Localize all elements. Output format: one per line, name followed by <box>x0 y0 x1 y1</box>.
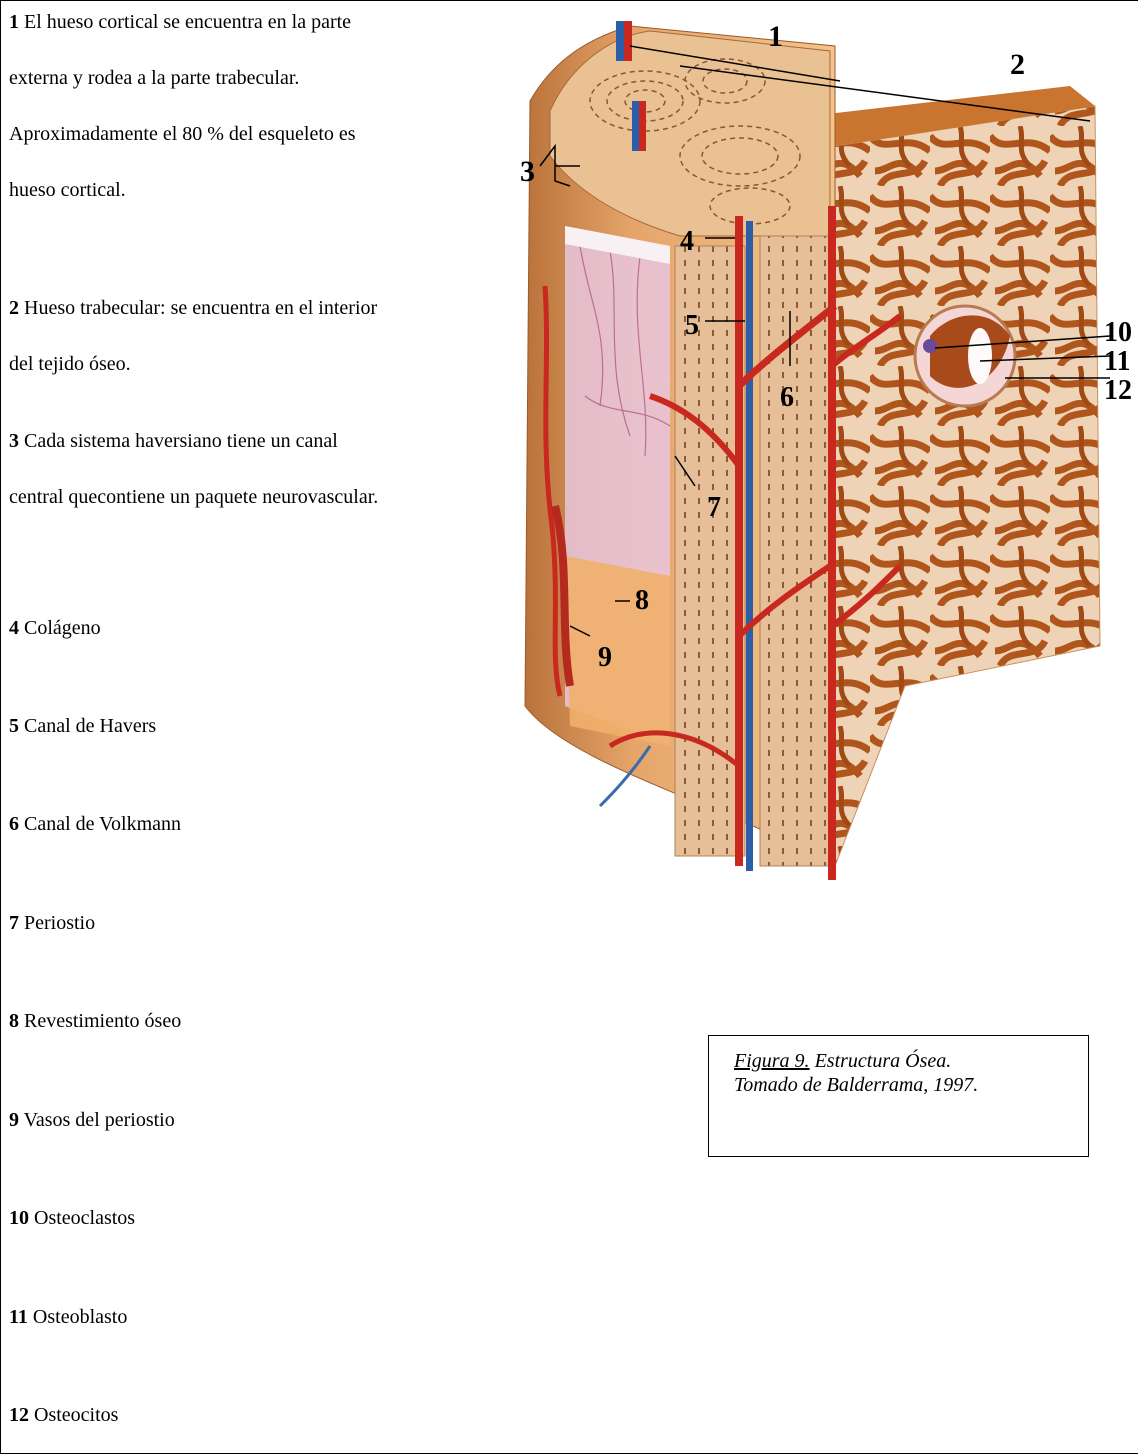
legend-number: 12 <box>9 1404 29 1426</box>
bone-lining <box>565 556 670 746</box>
legend-number: 11 <box>9 1306 28 1328</box>
legend-line: externa y rodea a la parte trabecular. <box>9 68 356 88</box>
legend-text: Hueso trabecular: se encuentra en el int… <box>24 297 377 319</box>
caption-source: Tomado de Balderrama, 1997. <box>734 1073 1068 1097</box>
legend-text: Periostio <box>24 912 95 934</box>
legend-text: El hueso cortical se encuentra en la par… <box>24 11 351 33</box>
lamellae-column <box>760 236 830 866</box>
legend-number: 3 <box>9 430 19 452</box>
legend-item: 10 Osteoclastos <box>9 1208 135 1228</box>
callout-1: 1 <box>768 20 783 53</box>
callout-8: 8 <box>635 585 649 616</box>
legend-text: Osteoclastos <box>34 1207 135 1229</box>
callout-10: 10 <box>1104 317 1132 348</box>
legend-text: Osteocitos <box>34 1404 118 1426</box>
legend-line: Aproximadamente el 80 % del esqueleto es <box>9 124 356 144</box>
legend-line: del tejido óseo. <box>9 354 377 374</box>
legend-number: 4 <box>9 617 19 639</box>
legend-text: Canal de Havers <box>24 715 156 737</box>
legend-number: 2 <box>9 297 19 319</box>
legend-item: 5 Canal de Havers <box>9 716 156 736</box>
legend-number: 9 <box>9 1109 19 1131</box>
caption-title-line: Figura 9. Estructura Ósea. <box>734 1049 1068 1073</box>
trabecular-bone <box>835 106 1100 866</box>
legend-item: 12 Osteocitos <box>9 1405 118 1425</box>
legend-item: 1 El hueso cortical se encuentra en la p… <box>9 12 356 200</box>
callout-4: 4 <box>680 226 694 257</box>
legend-text: Osteoblasto <box>33 1306 127 1328</box>
legend-line: central quecontiene un paquete neurovasc… <box>9 487 378 507</box>
callout-5: 5 <box>685 310 699 341</box>
callout-9: 9 <box>598 642 612 673</box>
legend-item: 11 Osteoblasto <box>9 1307 127 1327</box>
legend-line: 2 Hueso trabecular: se encuentra en el i… <box>9 298 377 318</box>
callout-3: 3 <box>520 155 535 188</box>
legend-item: 9 Vasos del periostio <box>9 1110 175 1130</box>
legend-item: 7 Periostio <box>9 913 95 933</box>
legend-item: 3 Cada sistema haversiano tiene un canal… <box>9 431 378 507</box>
legend-number: 6 <box>9 813 19 835</box>
legend-item: 4 Colágeno <box>9 618 101 638</box>
caption-title: Estructura Ósea. <box>810 1050 952 1072</box>
legend-item: 2 Hueso trabecular: se encuentra en el i… <box>9 298 377 374</box>
legend-text: Colágeno <box>24 617 101 639</box>
callout-11: 11 <box>1104 346 1130 377</box>
legend-number: 8 <box>9 1010 19 1032</box>
legend-text: Canal de Volkmann <box>24 813 181 835</box>
legend-text: Revestimiento óseo <box>24 1010 181 1032</box>
figure-caption: Figura 9. Estructura Ósea. Tomado de Bal… <box>708 1035 1089 1157</box>
legend-text: Vasos del periostio <box>24 1109 175 1131</box>
legend-number: 1 <box>9 11 19 33</box>
callout-12: 12 <box>1104 375 1132 406</box>
callout-2: 2 <box>1010 48 1025 81</box>
legend-text: Cada sistema haversiano tiene un canal <box>24 430 338 452</box>
haversian-canal-artery <box>735 216 743 866</box>
legend-number: 10 <box>9 1207 29 1229</box>
legend-number: 5 <box>9 715 19 737</box>
haversian-canal-vein <box>746 221 753 871</box>
legend-number: 7 <box>9 912 19 934</box>
callout-7: 7 <box>707 492 721 523</box>
callout-6: 6 <box>780 382 794 413</box>
bone-structure-illustration: 1 2 3 4 5 6 7 8 9 10 11 12 <box>510 6 1139 880</box>
legend-item: 8 Revestimiento óseo <box>9 1011 181 1031</box>
legend-item: 6 Canal de Volkmann <box>9 814 181 834</box>
legend-line: 3 Cada sistema haversiano tiene un canal <box>9 431 378 451</box>
legend-line: hueso cortical. <box>9 180 356 200</box>
figure-label: Figura 9. <box>734 1050 810 1072</box>
legend-line: 1 El hueso cortical se encuentra en la p… <box>9 12 356 32</box>
